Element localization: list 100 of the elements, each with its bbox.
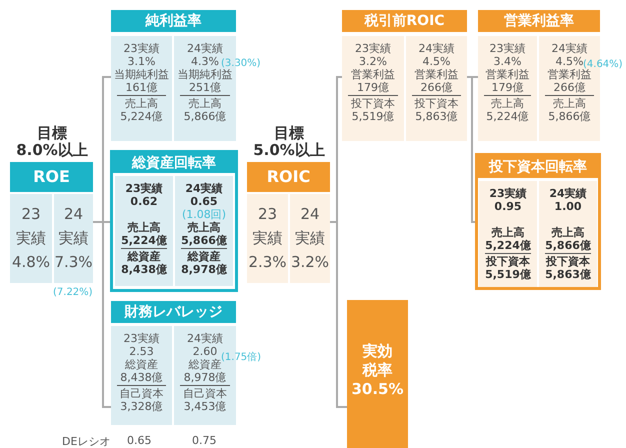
cell-text: 投下資本 xyxy=(350,97,396,110)
rate-box xyxy=(347,300,408,448)
cell-text: 23実績 xyxy=(122,332,160,345)
target-text: 5.0%以上 xyxy=(252,142,326,159)
cell-text: 総資産 xyxy=(188,358,222,371)
cell-text: 1.00 xyxy=(553,200,583,213)
cell-text: 5,519億 xyxy=(484,268,532,281)
cell-text: 5,866億 xyxy=(547,110,592,123)
header-bar: 投下資本回転率 xyxy=(478,156,598,178)
cell-text: 5,224億 xyxy=(484,239,532,252)
note-text: (7.22%) xyxy=(53,287,93,298)
cell-text: 3,453億 xyxy=(182,400,228,413)
cell-text: 実績 xyxy=(252,228,284,249)
cell-text: 8,438億 xyxy=(120,263,168,276)
cell-text: 23 xyxy=(20,204,42,225)
cell-text: 5,866億 xyxy=(182,110,228,123)
cell-text: (1.08回) xyxy=(180,208,228,221)
cell-text: 266億 xyxy=(420,81,454,94)
cell-text: 179億 xyxy=(356,81,390,94)
cell-text: 3,328億 xyxy=(119,400,164,413)
cell-text: 自己資本 xyxy=(182,387,228,400)
cell-text: 0.62 xyxy=(129,195,159,208)
connector-line xyxy=(330,221,347,408)
cell-text: 営業利益 xyxy=(484,68,530,81)
note-text: (3.30%) xyxy=(221,58,261,69)
box-text: 実効税率 xyxy=(361,342,394,380)
header-bar: 営業利益率 xyxy=(478,10,600,32)
cell-text: 24実績 xyxy=(186,332,224,345)
cell-text: 売上高 xyxy=(126,221,162,234)
target-text: 目標 xyxy=(36,125,68,142)
cell-text: 投下資本 xyxy=(414,97,460,110)
cell-text: 24 xyxy=(299,204,321,225)
cell-text: 投下資本 xyxy=(544,255,591,268)
cell-text: 4.8% xyxy=(10,252,52,273)
cell-text: 当期純利益 xyxy=(113,68,170,81)
cell-text: 24実績 xyxy=(548,187,588,200)
cell-text: 売上高 xyxy=(188,97,222,110)
note-text: (1.75倍) xyxy=(221,350,262,364)
cell-text: 営業利益 xyxy=(546,68,592,81)
cell-text: 総資産 xyxy=(126,250,162,263)
header-bar: 純利益率 xyxy=(111,10,236,32)
cell-text: 営業利益 xyxy=(350,68,396,81)
box-text: 30.5% xyxy=(350,380,405,399)
cell-text: 当期純利益 xyxy=(176,68,234,81)
cell-text: 179億 xyxy=(490,81,524,94)
cell-text: 売上高 xyxy=(490,97,525,110)
cell-text: 24実績 xyxy=(550,42,588,55)
cell-text: 3.2% xyxy=(358,55,388,68)
cell-text: 266億 xyxy=(552,81,586,94)
cell-text: 売上高 xyxy=(550,226,586,239)
cell-text: 5,866億 xyxy=(180,234,228,247)
cell-text: 24実績 xyxy=(186,42,224,55)
highlight-panel xyxy=(110,150,238,292)
header-bar: ROIC xyxy=(247,162,330,192)
cell-text: 3.4% xyxy=(492,55,522,68)
cell-text: 5,519億 xyxy=(350,110,396,123)
cell-text: 23実績 xyxy=(354,42,392,55)
cell-text: 3.2% xyxy=(290,252,330,273)
cell-text: 4.5% xyxy=(422,55,452,68)
cell-text: 総資産 xyxy=(124,358,159,371)
cell-text: 24実績 xyxy=(184,182,224,195)
cell-text: 0.95 xyxy=(493,200,523,213)
header-bar: 総資産回転率 xyxy=(113,153,235,173)
cell-text: 売上高 xyxy=(186,221,222,234)
target-text: 目標 xyxy=(273,125,305,142)
cell-text: 23実績 xyxy=(488,42,526,55)
cell-text: 総資産 xyxy=(186,250,222,263)
cell-text: 5,863億 xyxy=(414,110,459,123)
cell-text: 2.3% xyxy=(247,252,288,273)
cell-text: 5,224億 xyxy=(485,110,530,123)
cell-text: 8,978億 xyxy=(180,263,228,276)
cell-text: 自己資本 xyxy=(118,387,164,400)
cell-text: 0.65 xyxy=(189,195,219,208)
target-text: 8.0%以上 xyxy=(15,142,89,159)
cell-text: 5,866億 xyxy=(544,239,592,252)
note-text: (4.64%) xyxy=(583,59,623,70)
cell-text: 161億 xyxy=(124,81,158,94)
cell-text: 実績 xyxy=(58,228,90,249)
ratio-label: 0.75 xyxy=(192,434,216,447)
cell-text: 2.53 xyxy=(128,345,155,358)
cell-text: 実績 xyxy=(15,228,47,249)
cell-text: 5,224億 xyxy=(119,110,164,123)
highlight-panel xyxy=(475,153,601,290)
cell-text: 3.1% xyxy=(126,55,156,68)
cell-text: 24 xyxy=(62,204,84,225)
header-bar: 財務レバレッジ xyxy=(111,301,236,323)
cell-text: 23 xyxy=(256,204,278,225)
cell-text: 8,978億 xyxy=(182,371,228,384)
cell-text: 売上高 xyxy=(552,97,587,110)
cell-text: 営業利益 xyxy=(414,68,460,81)
cell-text: 23実績 xyxy=(122,42,160,55)
cell-text: 7.3% xyxy=(54,252,93,273)
ratio-label: DEレシオ xyxy=(62,434,110,448)
cell-text: 5,224億 xyxy=(120,234,168,247)
cell-text: 23実績 xyxy=(124,182,164,195)
cell-text: 251億 xyxy=(188,81,222,94)
connector-line xyxy=(467,76,475,223)
cell-text: 売上高 xyxy=(124,97,159,110)
cell-text: 23実績 xyxy=(488,187,528,200)
cell-text: 24実績 xyxy=(418,42,456,55)
